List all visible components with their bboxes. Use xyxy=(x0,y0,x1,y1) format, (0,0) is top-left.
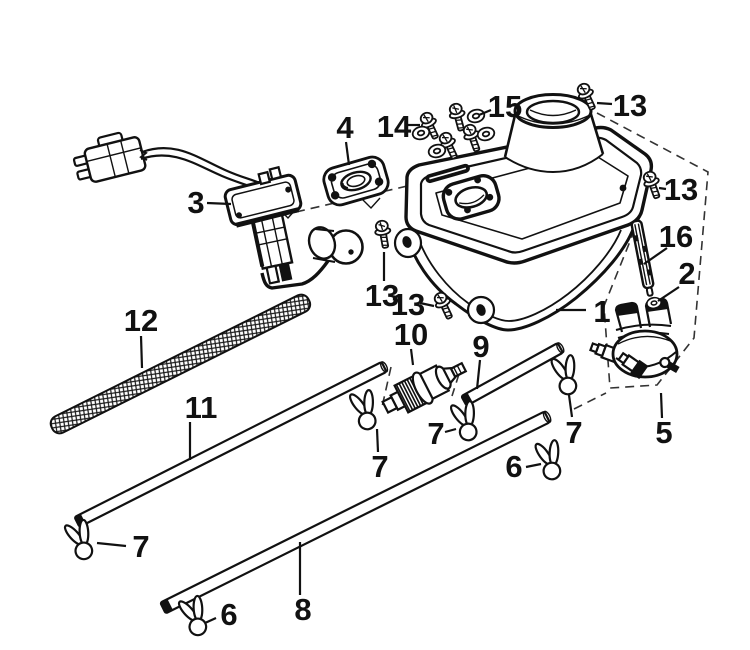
callout-7-right: 7 xyxy=(565,415,582,450)
chevron-marker xyxy=(361,197,381,210)
callout-labels: 1 2 3 4 5 6 6 7 7 7 7 8 9 10 11 12 13 13… xyxy=(124,88,698,632)
fuel-tank xyxy=(393,93,654,332)
washer-15-b xyxy=(465,107,487,125)
callout-9: 9 xyxy=(472,329,489,364)
callout-10: 10 xyxy=(394,317,428,352)
callout-6-left: 6 xyxy=(220,597,237,632)
bolt-13-left-upper xyxy=(372,218,395,250)
leader-lines xyxy=(96,101,680,625)
petcock xyxy=(589,297,680,380)
washer-15-c xyxy=(475,125,497,143)
float xyxy=(307,226,364,265)
callout-13-right: 13 xyxy=(664,172,698,207)
hose-clip-6-right xyxy=(531,436,568,484)
callout-13-left-upper: 13 xyxy=(365,278,399,313)
callout-13-left-lower: 13 xyxy=(391,287,425,322)
callout-11: 11 xyxy=(185,390,218,425)
callout-7-left: 7 xyxy=(132,529,149,564)
fuel-hose-8 xyxy=(159,410,552,614)
strainer-16 xyxy=(630,219,655,297)
callout-6-right: 6 xyxy=(505,449,522,484)
callout-16: 16 xyxy=(659,219,693,254)
wire-connector xyxy=(72,131,147,183)
callout-1: 1 xyxy=(593,294,610,329)
callout-5: 5 xyxy=(655,415,672,450)
callout-12: 12 xyxy=(124,303,158,338)
callout-15: 15 xyxy=(488,89,522,124)
callout-7-mid: 7 xyxy=(427,416,444,451)
callout-4: 4 xyxy=(336,110,354,145)
fuel-hose-9 xyxy=(460,342,565,407)
fuel-hose-11 xyxy=(74,361,389,528)
sender-body xyxy=(250,211,294,285)
callout-8: 8 xyxy=(294,592,311,627)
sender-mount-ring xyxy=(425,163,501,221)
callout-14: 14 xyxy=(377,109,412,144)
float-arm xyxy=(260,259,330,290)
fuel-sender xyxy=(72,131,364,290)
callout-3: 3 xyxy=(187,185,204,220)
hose-clip-7-left xyxy=(60,516,101,565)
gasket-plate xyxy=(322,155,390,207)
hose-clip-7-filter xyxy=(345,386,384,434)
callout-13-top: 13 xyxy=(613,88,647,123)
sender-plate xyxy=(223,165,303,228)
callout-7-filter: 7 xyxy=(371,449,388,484)
hose-clip-7-right xyxy=(547,351,584,399)
fuel-filter-10 xyxy=(381,361,468,414)
corrugated-sleeve-12 xyxy=(49,293,312,435)
filler-neck xyxy=(503,93,605,174)
callout-2: 2 xyxy=(678,256,695,291)
